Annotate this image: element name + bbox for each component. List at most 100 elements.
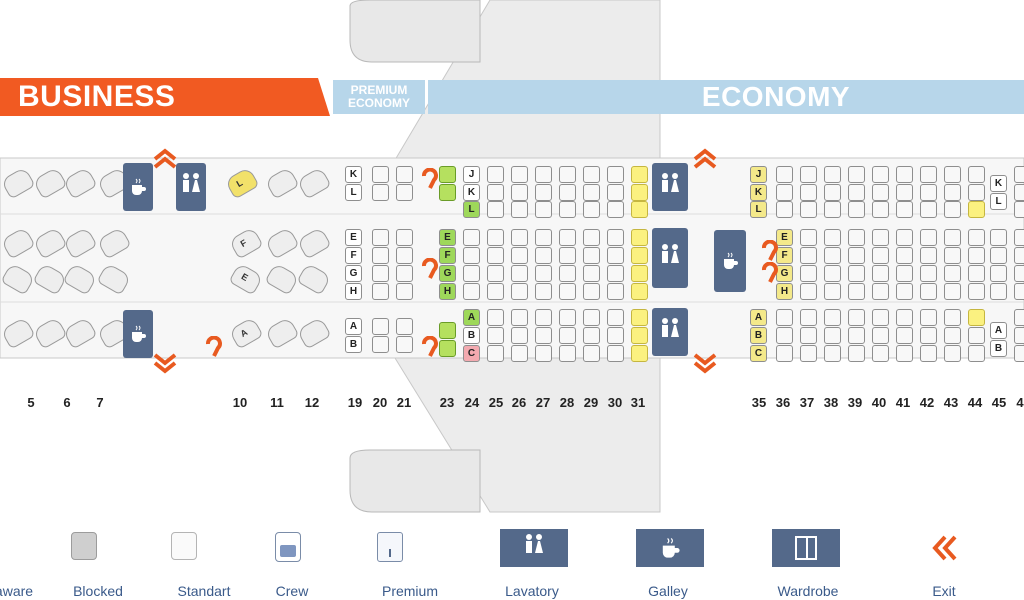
seat[interactable] xyxy=(896,309,913,326)
seat[interactable] xyxy=(944,265,961,282)
seat[interactable] xyxy=(896,345,913,362)
seat[interactable] xyxy=(1014,265,1024,282)
exit-icon[interactable] xyxy=(692,350,718,376)
seat[interactable] xyxy=(487,345,504,362)
seat[interactable] xyxy=(896,166,913,183)
seat[interactable] xyxy=(824,229,841,246)
seat[interactable] xyxy=(848,247,865,264)
seat[interactable] xyxy=(372,184,389,201)
seat[interactable] xyxy=(920,201,937,218)
seat[interactable] xyxy=(631,345,648,362)
seat[interactable] xyxy=(439,322,456,339)
seat[interactable] xyxy=(487,309,504,326)
seat-letter-box[interactable]: H xyxy=(439,283,456,300)
seat[interactable] xyxy=(559,247,576,264)
seat[interactable] xyxy=(535,265,552,282)
seat[interactable] xyxy=(631,229,648,246)
seat[interactable] xyxy=(583,184,600,201)
seat[interactable] xyxy=(920,327,937,344)
seat-letter-box[interactable]: E xyxy=(439,229,456,246)
seat[interactable] xyxy=(607,345,624,362)
seat[interactable] xyxy=(776,327,793,344)
seat[interactable] xyxy=(968,327,985,344)
seat[interactable] xyxy=(800,265,817,282)
seat[interactable] xyxy=(607,166,624,183)
seat[interactable] xyxy=(535,229,552,246)
seat[interactable] xyxy=(944,201,961,218)
seat-letter-box[interactable]: K xyxy=(990,175,1007,192)
seat[interactable] xyxy=(439,166,456,183)
seat[interactable] xyxy=(824,309,841,326)
seat[interactable] xyxy=(800,309,817,326)
seat-letter-box[interactable]: A xyxy=(990,322,1007,339)
seat[interactable] xyxy=(776,345,793,362)
seat-letter-box[interactable]: A xyxy=(463,309,480,326)
seat[interactable] xyxy=(487,247,504,264)
seat[interactable] xyxy=(463,283,480,300)
seat[interactable] xyxy=(896,229,913,246)
seat-letter-box[interactable]: B xyxy=(750,327,767,344)
seat[interactable] xyxy=(848,327,865,344)
seat[interactable] xyxy=(631,309,648,326)
seat[interactable] xyxy=(511,265,528,282)
seat[interactable] xyxy=(487,327,504,344)
seat[interactable] xyxy=(920,309,937,326)
seat[interactable] xyxy=(848,201,865,218)
seat[interactable] xyxy=(607,184,624,201)
lavatory[interactable] xyxy=(652,308,688,356)
seat[interactable] xyxy=(583,201,600,218)
seat[interactable] xyxy=(800,345,817,362)
seat[interactable] xyxy=(944,345,961,362)
seat[interactable] xyxy=(535,283,552,300)
seat[interactable] xyxy=(631,327,648,344)
seat[interactable] xyxy=(920,265,937,282)
seat-letter-box[interactable]: G xyxy=(439,265,456,282)
seat-letter-box[interactable]: L xyxy=(750,201,767,218)
seat[interactable] xyxy=(463,247,480,264)
seat[interactable] xyxy=(944,184,961,201)
seat[interactable] xyxy=(535,345,552,362)
seat[interactable] xyxy=(511,184,528,201)
seat[interactable] xyxy=(872,327,889,344)
seat[interactable] xyxy=(372,229,389,246)
seat[interactable] xyxy=(372,265,389,282)
seat[interactable] xyxy=(920,166,937,183)
seat[interactable] xyxy=(920,229,937,246)
seat[interactable] xyxy=(559,184,576,201)
seat[interactable] xyxy=(511,166,528,183)
seat[interactable] xyxy=(968,309,985,326)
seat[interactable] xyxy=(1014,229,1024,246)
seat-letter-box[interactable]: A xyxy=(345,318,362,335)
seat[interactable] xyxy=(944,247,961,264)
seat[interactable] xyxy=(559,166,576,183)
seat[interactable] xyxy=(872,166,889,183)
seat[interactable] xyxy=(776,166,793,183)
seat[interactable] xyxy=(535,309,552,326)
seat[interactable] xyxy=(396,184,413,201)
seat[interactable] xyxy=(631,201,648,218)
seat[interactable] xyxy=(535,166,552,183)
seat[interactable] xyxy=(824,201,841,218)
seat[interactable] xyxy=(607,309,624,326)
seat[interactable] xyxy=(848,229,865,246)
seat-letter-box[interactable]: K xyxy=(750,184,767,201)
seat[interactable] xyxy=(511,247,528,264)
seat-letter-box[interactable]: J xyxy=(463,166,480,183)
seat[interactable] xyxy=(487,265,504,282)
seat[interactable] xyxy=(848,309,865,326)
seat[interactable] xyxy=(776,309,793,326)
seat[interactable] xyxy=(872,283,889,300)
exit-icon[interactable] xyxy=(152,350,178,376)
seat[interactable] xyxy=(920,184,937,201)
seat[interactable] xyxy=(1014,283,1024,300)
seat[interactable] xyxy=(396,229,413,246)
seat[interactable] xyxy=(944,327,961,344)
seat[interactable] xyxy=(944,229,961,246)
seat[interactable] xyxy=(990,229,1007,246)
seat[interactable] xyxy=(631,247,648,264)
lavatory[interactable] xyxy=(652,163,688,211)
seat-letter-box[interactable]: K xyxy=(463,184,480,201)
seat[interactable] xyxy=(535,247,552,264)
seat[interactable] xyxy=(968,201,985,218)
seat[interactable] xyxy=(872,309,889,326)
